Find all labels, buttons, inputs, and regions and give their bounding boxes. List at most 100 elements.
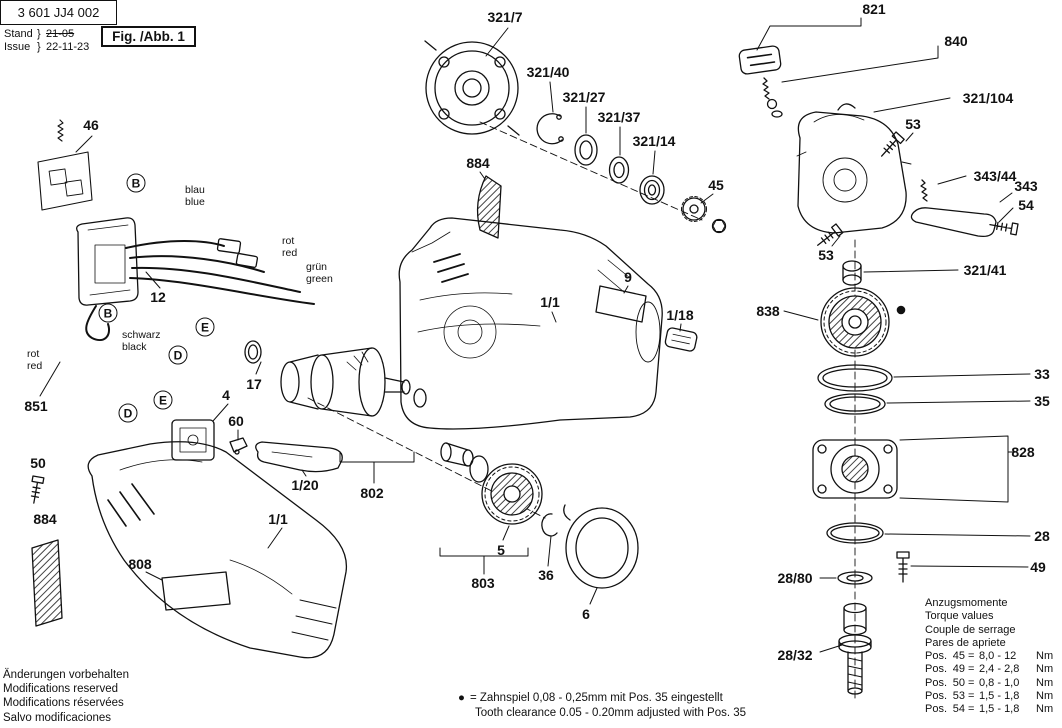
part-ref-1-20: 1/20 xyxy=(291,477,319,493)
part-armature xyxy=(280,347,427,417)
part-ref-50: 50 xyxy=(30,455,46,471)
part-ref-28: 28 xyxy=(1034,528,1050,544)
part-ref-321-7: 321/7 xyxy=(487,9,523,25)
part-screw-50 xyxy=(30,475,45,504)
part-ref-840: 840 xyxy=(944,33,968,49)
part-ref-1-1-motor: 1/1 xyxy=(540,294,560,310)
part-ref-884-motor: 884 xyxy=(466,155,490,171)
torque-title-de: Anzugsmomente xyxy=(925,597,1008,609)
part-washer-28-80 xyxy=(837,571,873,585)
part-slide-switch xyxy=(738,45,782,75)
part-brush-holder xyxy=(37,119,93,211)
part-ref-28-32: 28/32 xyxy=(777,647,813,663)
part-ref-1-18: 1/18 xyxy=(666,307,694,323)
part-cable-clamp xyxy=(229,437,248,455)
part-ref-49: 49 xyxy=(1030,559,1046,575)
wire-connectors xyxy=(216,238,262,364)
tooth-clearance-note: ● = Zahnspiel 0,08 - 0,25mm mit Pos. 35 … xyxy=(458,691,746,720)
part-o-ring-28 xyxy=(826,522,884,544)
bullet-symbol: ● xyxy=(458,692,465,704)
part-ref-321-14: 321/14 xyxy=(632,133,676,149)
part-spindle xyxy=(838,602,872,695)
part-button xyxy=(664,327,698,352)
part-circlip xyxy=(536,113,564,145)
issue-value: 22-11-23 xyxy=(46,41,90,53)
part-label-plate xyxy=(161,571,231,611)
torque-title-fr: Couple de serrage xyxy=(925,623,1016,636)
part-ref-321-41: 321/41 xyxy=(963,262,1007,278)
marker-e-2: E xyxy=(153,390,173,410)
marker-e-1: E xyxy=(195,317,215,337)
note-line-es: Salvo modificaciones xyxy=(3,711,112,724)
part-ref-9: 9 xyxy=(624,269,632,285)
part-bearing-flange xyxy=(812,439,898,499)
part-ref-53-bottom: 53 xyxy=(818,247,834,263)
brace: } xyxy=(37,28,41,40)
part-ref-17: 17 xyxy=(246,376,262,392)
part-washer xyxy=(574,134,598,166)
part-ref-838: 838 xyxy=(756,303,780,319)
note-line-fr: Modifications réservées xyxy=(3,697,124,710)
part-ref-321-40: 321/40 xyxy=(526,64,570,80)
part-ref-808: 808 xyxy=(128,556,152,572)
note-line-en: Modifications reserved xyxy=(3,683,119,696)
part-ref-45: 45 xyxy=(708,177,724,193)
part-number: 3 601 JJ4 002 xyxy=(17,5,100,20)
part-ref-821: 821 xyxy=(862,1,886,17)
part-sleeve xyxy=(842,260,862,286)
figure-box: Fig. /Abb. 1 xyxy=(101,26,196,47)
part-screw-49 xyxy=(896,551,910,583)
marker-d-1: D xyxy=(168,345,188,365)
part-ref-35: 35 xyxy=(1034,393,1050,409)
part-ref-36: 36 xyxy=(538,567,554,583)
clearance-line-en: Tooth clearance 0.05 - 0.20mm adjusted w… xyxy=(475,706,747,719)
marker-b-2: B xyxy=(98,303,118,323)
note-line-de: Änderungen vorbehalten xyxy=(3,669,129,681)
part-ref-5: 5 xyxy=(497,542,505,558)
stand-value: 21-05 xyxy=(46,28,75,40)
part-motor-housing xyxy=(398,217,663,430)
issue-label: Issue xyxy=(4,41,31,53)
leader-lines xyxy=(39,17,1031,653)
part-ref-884-handle: 884 xyxy=(33,511,57,527)
part-ref-803: 803 xyxy=(471,575,495,591)
part-o-ring-33 xyxy=(817,364,893,392)
marker-d-2: D xyxy=(118,403,138,423)
part-ring xyxy=(608,156,630,184)
part-ref-6: 6 xyxy=(582,606,590,622)
part-handle-housing xyxy=(87,441,348,659)
part-gear-housing xyxy=(796,103,912,234)
part-crown-gear xyxy=(820,287,890,357)
part-ref-851: 851 xyxy=(24,398,48,414)
part-ref-46: 46 xyxy=(83,117,99,133)
part-ref-1-1-handle: 1/1 xyxy=(268,511,288,527)
part-screw-53-bottom xyxy=(817,223,844,246)
torque-table: Anzugsmomente Torque values Couple de se… xyxy=(925,597,1053,717)
brace: } xyxy=(37,41,41,53)
part-ball-bearing xyxy=(639,175,665,205)
part-ref-321-27: 321/27 xyxy=(562,89,606,105)
modifications-note: Änderungen vorbehalten Modifications res… xyxy=(3,668,129,725)
figure-label: Fig. /Abb. 1 xyxy=(112,29,185,44)
part-ref-828: 828 xyxy=(1011,444,1035,460)
part-name-plate xyxy=(595,285,647,323)
part-ref-54: 54 xyxy=(1018,197,1034,213)
part-ref-33: 33 xyxy=(1034,366,1050,382)
clearance-line-de: = Zahnspiel 0,08 - 0,25mm mit Pos. 35 ei… xyxy=(469,692,723,704)
part-ring-35 xyxy=(824,393,886,415)
part-bearing-plate xyxy=(424,40,520,136)
part-switch-lever xyxy=(255,441,343,473)
part-ref-60: 60 xyxy=(228,413,244,429)
